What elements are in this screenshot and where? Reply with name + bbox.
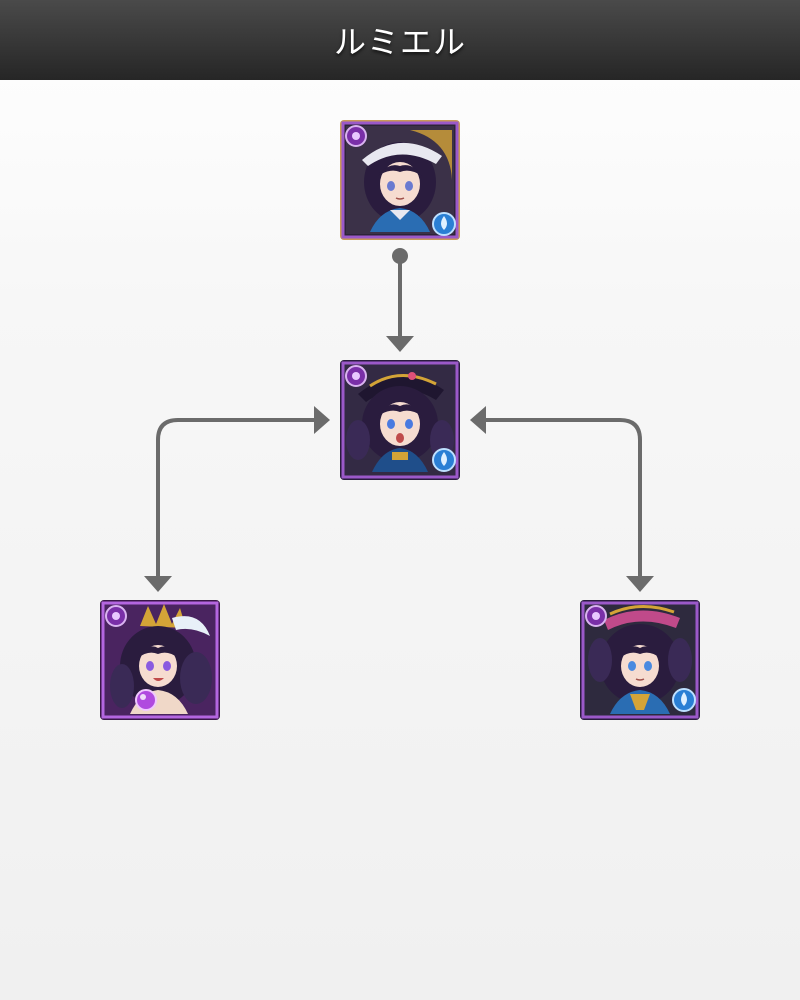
monster-portrait bbox=[340, 360, 460, 480]
monster-portrait bbox=[100, 600, 220, 720]
water-orb-icon bbox=[432, 448, 456, 472]
connector-line bbox=[156, 418, 316, 578]
water-orb-icon bbox=[672, 688, 696, 712]
arrow-down-icon bbox=[626, 576, 654, 592]
monster-icon-ultimate-left[interactable] bbox=[100, 600, 220, 720]
monster-icon-evolved[interactable] bbox=[340, 360, 460, 480]
connector-top-to-middle bbox=[386, 248, 414, 352]
water-orb-icon bbox=[432, 212, 456, 236]
dark-orb-icon bbox=[345, 125, 367, 147]
page-header: ルミエル bbox=[0, 0, 800, 80]
arrow-right-icon bbox=[314, 406, 330, 434]
monster-portrait bbox=[580, 600, 700, 720]
arrow-down-icon bbox=[386, 336, 414, 352]
monster-portrait bbox=[340, 120, 460, 240]
connector-right-branch bbox=[470, 406, 654, 592]
monster-icon-base[interactable] bbox=[340, 120, 460, 240]
dark-orb-icon bbox=[105, 605, 127, 627]
arrow-down-icon bbox=[144, 576, 172, 592]
monster-icon-ultimate-right[interactable] bbox=[580, 600, 700, 720]
connector-line bbox=[484, 418, 642, 578]
connector-left-branch bbox=[144, 406, 330, 592]
arrow-left-icon bbox=[470, 406, 486, 434]
dark-orb-icon bbox=[345, 365, 367, 387]
page-title: ルミエル bbox=[333, 23, 466, 61]
dark-orb-icon bbox=[585, 605, 607, 627]
